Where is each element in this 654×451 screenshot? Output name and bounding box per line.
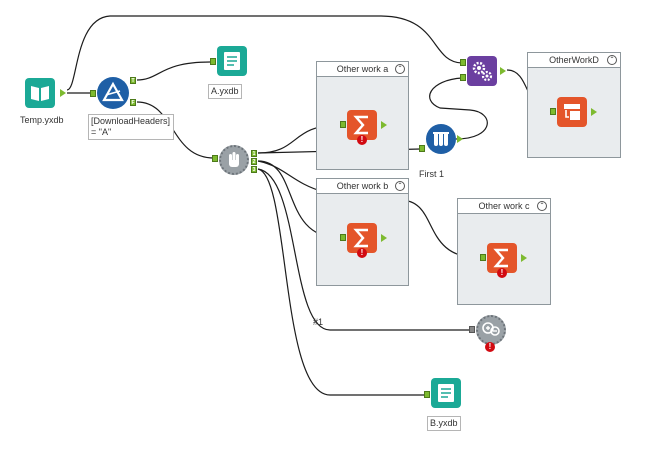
filter-label: [DownloadHeaders] = "A" [88,114,174,140]
container-title: OtherWorkD [528,53,620,68]
summarize-a-tool[interactable] [347,110,377,140]
output-anchor-3[interactable]: 3 [251,166,257,173]
output-anchor[interactable] [457,135,463,143]
message-tool[interactable] [476,315,506,345]
connection-block-output-b [257,168,425,396]
collapse-icon[interactable]: ⌃ [395,181,405,191]
plus-minus-icon [482,322,500,336]
dynamic-output-tool[interactable] [557,97,587,127]
collapse-icon[interactable]: ⌃ [537,201,547,211]
test-tubes-icon [433,132,449,146]
output-anchor[interactable] [591,108,597,116]
input-anchor[interactable] [340,121,346,128]
message-connection-label: #1 [313,317,324,327]
input-anchor[interactable] [469,326,475,333]
container-title: Other work b [317,179,408,194]
sigma-icon [353,228,368,248]
output-anchor[interactable] [381,121,387,129]
error-icon: ! [497,268,507,278]
error-icon: ! [357,248,367,258]
input-anchor[interactable] [212,155,218,162]
connection-filter-output-a [136,61,211,81]
output-a-tool[interactable] [217,46,247,76]
document-output-icon [438,384,454,402]
error-icon: ! [357,135,367,145]
input-anchor[interactable] [419,145,425,152]
input-anchor[interactable] [210,58,216,65]
error-icon: ! [485,342,495,352]
sigma-icon [493,248,508,268]
hand-stop-icon [229,152,239,167]
input-anchor-top[interactable] [460,59,466,66]
output-anchor-2[interactable]: 2 [251,158,257,165]
connection-input-gear [66,15,463,91]
false-anchor[interactable]: F [130,99,136,106]
input-anchor-bottom[interactable] [460,74,466,81]
collapse-icon[interactable]: ⌃ [395,64,405,74]
output-anchor-1[interactable]: 1 [251,150,257,157]
sigma-icon [353,115,368,135]
output-anchor[interactable] [500,67,506,75]
collapse-icon[interactable]: ⌃ [607,55,617,65]
output-b-tool[interactable] [431,378,461,408]
true-anchor[interactable]: T [130,77,136,84]
input-anchor[interactable] [550,108,556,115]
gear-tool[interactable] [467,56,497,86]
output-a-label: A.yxdb [208,84,242,99]
connection-block-message [257,168,470,331]
input-anchor[interactable] [424,391,430,398]
book-input-icon [31,86,49,101]
container-title: Other work a [317,62,408,77]
sample-tool[interactable] [426,124,456,154]
filter-tool[interactable] [97,77,129,109]
gears-icon [472,61,493,82]
output-anchor[interactable] [60,89,66,97]
input-anchor[interactable] [90,90,96,97]
input-label: Temp.yxdb [20,115,64,125]
document-output-icon [224,52,240,70]
container-title: Other work c [458,199,550,214]
filter-triangle-icon [102,81,124,102]
sample-label: First 1 [419,169,445,179]
input-anchor[interactable] [480,254,486,261]
connection-sample-gear [429,77,488,140]
output-anchor[interactable] [521,254,527,262]
output-anchor[interactable] [381,234,387,242]
output-b-label: B.yxdb [427,416,461,431]
input-tool[interactable] [25,78,55,108]
table-arrow-icon [564,104,580,120]
input-anchor[interactable] [340,234,346,241]
block-until-done-tool[interactable] [219,145,249,175]
container-other-work-b[interactable]: Other work b ⌃ [316,178,409,286]
